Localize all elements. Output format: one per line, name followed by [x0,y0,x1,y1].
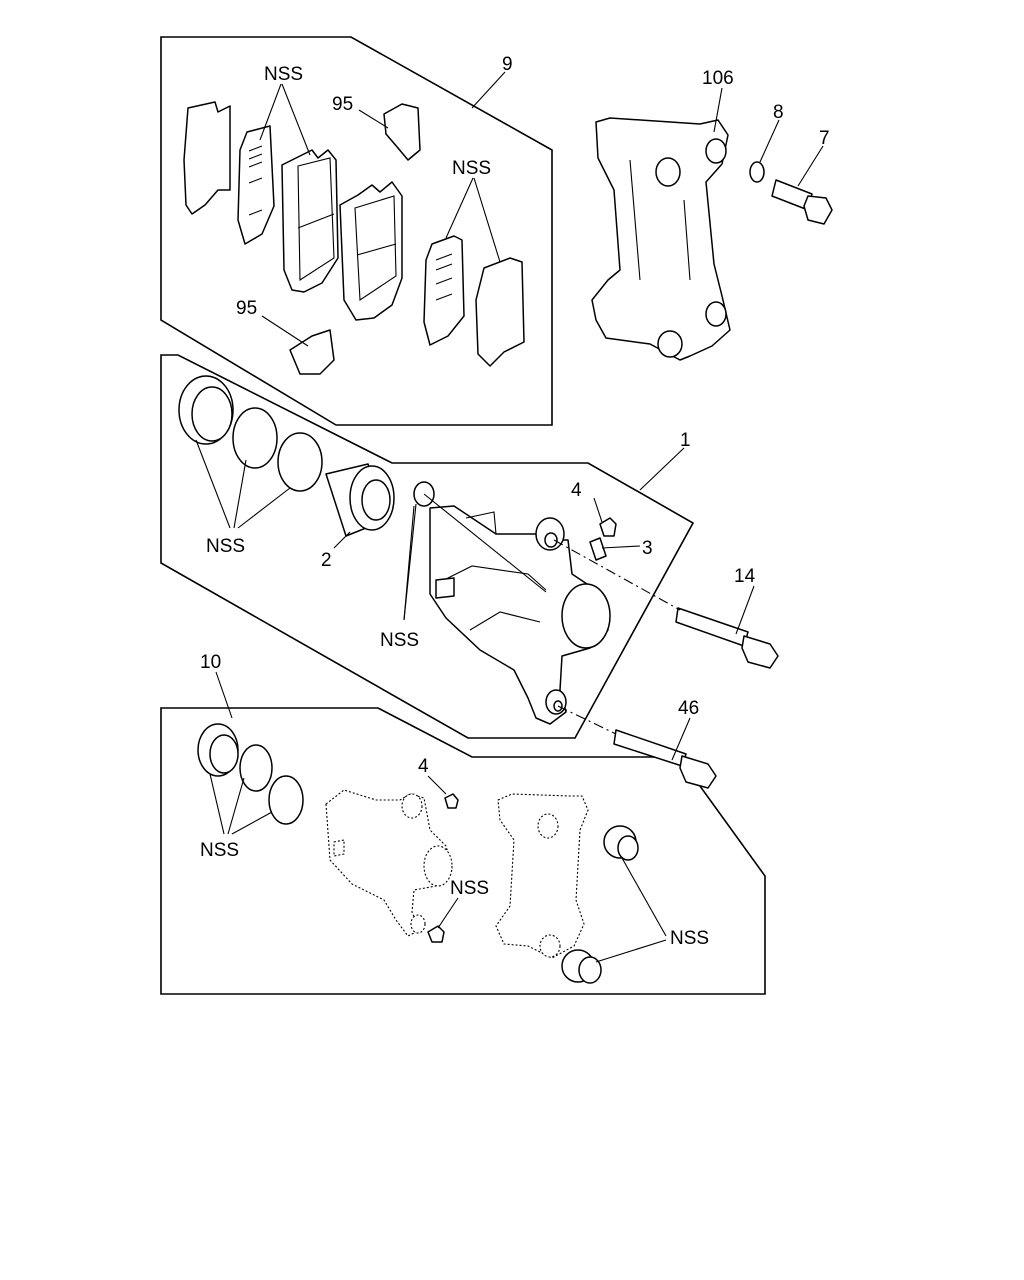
kit-bleeder-cap [444,793,459,809]
piston-seal-ring-1 [232,407,278,469]
shim-slots-right [435,253,453,301]
bleeder-screw [589,537,607,561]
piston [325,463,395,537]
label-piston: 2 [321,550,332,571]
label-nss-kit-bushings: NSS [670,928,709,949]
label-bracket-bolt: 7 [819,128,830,149]
kit-caliper-outline [325,789,453,937]
guide-bolt-lower [613,729,717,789]
pad-kit-frame [160,36,553,426]
pad-clip-lower [289,329,335,375]
piston-boot [178,375,234,445]
caliper-assembly-frame [160,354,695,739]
label-bleeder-cap: 4 [571,480,582,501]
leader-lines [195,71,824,963]
label-washer: 8 [773,102,784,123]
label-nss-kit-boot: NSS [450,878,489,899]
label-shim-lower: 95 [236,298,257,319]
kit-seal-ring-1 [239,744,273,792]
label-pad-kit: 9 [502,54,513,75]
label-bleeder-screw: 3 [642,538,653,559]
label-guide-bolt-upper: 14 [734,566,756,587]
label-nss-seals: NSS [206,536,245,557]
label-caliper: 1 [680,430,691,451]
piston-seal-ring-2 [277,432,323,492]
caliper-body [429,505,611,725]
lock-washer [749,161,765,183]
label-nss-kit-seals: NSS [200,840,239,861]
label-nss-pads: NSS [264,64,303,85]
kit-bushing-lower [561,949,602,984]
kit-piston-boot [197,723,239,777]
anti-squeal-shim-right [475,257,525,367]
kit-guide-boot [427,925,445,943]
label-bracket: 106 [702,68,734,89]
pad-clip-upper [383,103,421,161]
label-guide-bolt-lower: 46 [678,698,699,719]
caliper-bracket [591,117,731,361]
label-kit-cap: 4 [418,756,429,777]
label-nss-pads-right: NSS [452,158,491,179]
shim-slots-left [248,145,263,216]
label-seal-kit: 10 [200,652,221,673]
pad-shim-left [237,125,275,245]
kit-seal-ring-2 [268,775,304,825]
anti-squeal-shim-left [183,101,231,215]
label-shim-upper: 95 [332,94,353,115]
kit-bracket-outline [495,793,589,959]
pad-shim-right [423,235,465,346]
pad-set [183,101,525,375]
brake-pad-outer [281,149,339,293]
label-nss-boots: NSS [380,630,419,651]
bracket-mounting-bolt [771,179,833,225]
bleeder-cap [599,517,617,537]
kit-bushing-upper [603,825,639,861]
guide-bolt-upper [675,607,779,669]
seal-kit-frame [160,707,766,995]
